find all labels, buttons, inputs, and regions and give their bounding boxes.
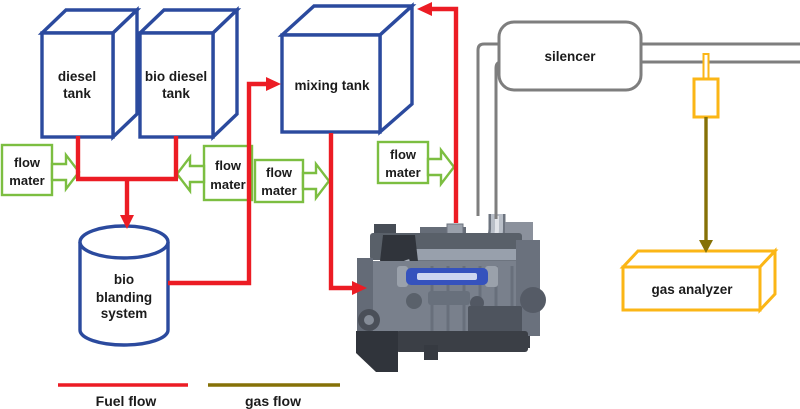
bio-diesel-tank-label-1: bio diesel <box>145 69 207 84</box>
gas-analyzer-label: gas analyzer <box>651 282 733 297</box>
bio-diesel-tank-front <box>138 31 215 139</box>
diesel-tank: diesel tank <box>37 6 142 141</box>
bio-blending-label-3: system <box>101 306 148 321</box>
flow-meter-label-1: flow <box>266 165 293 180</box>
engine-intercooler-cap-right <box>485 266 498 287</box>
fuel-lines <box>75 2 459 295</box>
gas-sampling: gas analyzer <box>619 53 779 314</box>
bio-blending-body <box>78 242 170 347</box>
engine-front-foot <box>356 331 398 372</box>
probe-stem <box>702 53 710 81</box>
flow-meter-label-2: mater <box>9 173 44 188</box>
exhaust-pipe-outer <box>476 42 502 216</box>
fuel-arrow-down-icon <box>120 215 134 229</box>
bio-diesel-tank-side <box>211 6 239 141</box>
fuel-line-tank-outlets <box>75 136 179 182</box>
engine-pulley-hub <box>364 315 374 325</box>
flow-meter-supply: flow mater <box>253 158 331 204</box>
mixing-tank-label: mixing tank <box>294 78 370 93</box>
engine-photo <box>356 214 546 372</box>
diesel-tank-side <box>111 6 139 141</box>
flow-meter-label-1: flow <box>14 155 41 170</box>
bio-blending-system: bio blanding system <box>78 224 170 347</box>
flow-meter-box <box>202 144 254 202</box>
arrow-left-icon <box>175 153 206 195</box>
silencer-box <box>497 20 643 92</box>
fuel-arrow-right-icon <box>352 281 367 295</box>
bio-blending-label-2: blanding <box>96 290 152 305</box>
exhaust-line: silencer <box>476 20 800 219</box>
bio-diesel-tank-label-2: tank <box>162 86 190 101</box>
flow-meter-label-2: mater <box>385 165 420 180</box>
flow-meter-box <box>253 158 305 204</box>
probe-body <box>692 77 720 119</box>
bio-blending-label-1: bio <box>114 272 134 287</box>
flow-meter-return: flow mater <box>376 140 456 188</box>
engine-air-tank <box>468 306 522 338</box>
silencer-label: silencer <box>544 49 596 64</box>
flow-meter-label-2: mater <box>261 183 296 198</box>
fuel-arrow-right-icon <box>266 77 281 91</box>
diesel-tank-front <box>40 31 115 139</box>
engine-rear-foot <box>506 336 530 348</box>
flow-meter-label-1: flow <box>390 147 417 162</box>
engine-pump <box>428 291 470 305</box>
flow-meter-label-1: flow <box>215 158 242 173</box>
engine-intercooler-decal <box>417 273 477 280</box>
arrow-right-icon <box>426 146 456 188</box>
gas-analyzer: gas analyzer <box>619 247 779 314</box>
gas-flow-arrow-icon <box>699 240 713 253</box>
bio-blending-top <box>78 224 170 260</box>
engine-top-rail <box>420 227 466 237</box>
legend: Fuel flow gas flow <box>58 383 340 409</box>
mixing-tank-front <box>280 33 382 134</box>
engine-lower-bracket <box>424 345 438 360</box>
engine-manifold <box>400 249 530 263</box>
mixing-tank: mixing tank <box>277 2 417 136</box>
fuel-line-mixing-to-engine <box>328 133 353 291</box>
arrow-right-icon <box>50 151 81 193</box>
fuel-line-blender-to-mixing <box>168 81 267 286</box>
legend-fuel-label: Fuel flow <box>96 393 157 409</box>
diesel-tank-label-2: tank <box>63 86 91 101</box>
engine-intercooler-cap-left <box>397 266 408 287</box>
legend-gas-label: gas flow <box>245 393 301 409</box>
engine-filter <box>406 293 422 309</box>
bio-diesel-tank: bio diesel tank <box>135 6 242 141</box>
diesel-tank-label-1: diesel <box>58 69 96 84</box>
gas-analyzer-top <box>619 249 779 269</box>
flow-meter-diesel: flow mater <box>0 143 81 197</box>
flow-meter-label-2: mater <box>210 177 245 192</box>
gas-analyzer-front <box>621 265 762 312</box>
arrow-right-icon <box>301 160 331 202</box>
engine-starter <box>520 287 546 313</box>
flow-meter-biodiesel: flow mater <box>175 144 254 202</box>
fuel-arrow-left-icon <box>417 2 432 16</box>
fuel-line-engine-return <box>431 6 459 223</box>
